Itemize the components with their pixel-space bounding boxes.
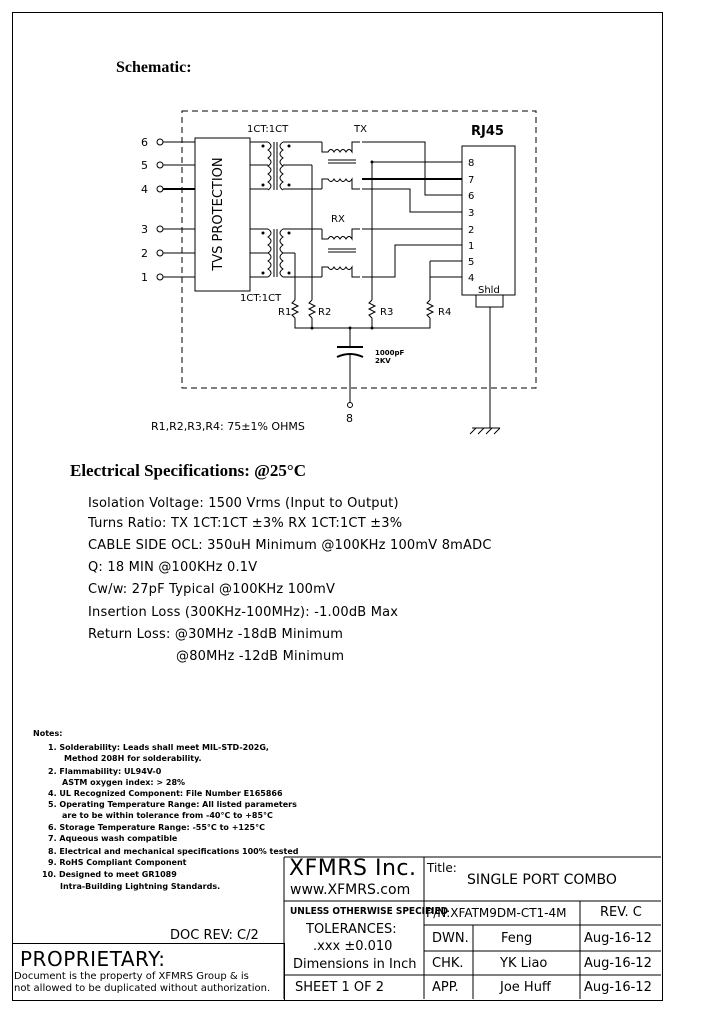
rj45-pin-label: 6: [468, 191, 474, 202]
tvs-block: [194, 137, 251, 292]
row-role: DWN.: [432, 931, 469, 946]
spec-line: Insertion Loss (300KHz-100MHz): -1.00dB …: [88, 605, 399, 620]
tx-label: TX: [353, 124, 367, 135]
note-line: Method 208H for solderability.: [64, 754, 202, 763]
cap-value: 1000pF: [375, 349, 404, 357]
note-line: 2. Flammability: UL94V-0: [48, 767, 162, 776]
note-line: 1. Solderability: Leads shall meet MIL-S…: [48, 743, 269, 752]
rx-choke-bottom: [321, 265, 360, 278]
rj45-pin-label: 8: [468, 158, 474, 169]
left-pin-label: 3: [141, 223, 148, 236]
tx-choke-top: [321, 141, 360, 154]
r1: [290, 299, 300, 319]
note-line: ASTM oxygen index: > 28%: [62, 778, 186, 787]
r4: [425, 299, 435, 319]
spec-line: Q: 18 MIN @100KHz 0.1V: [88, 560, 258, 575]
note-line: are to be within tolerance from -40°C to…: [62, 811, 273, 820]
tvs-label: TVS PROTECTION: [211, 157, 226, 271]
drawing-title: SINGLE PORT COMBO: [467, 872, 617, 888]
row-role: APP.: [432, 980, 459, 995]
cap-voltage: 2KV: [375, 357, 391, 365]
top-ratio-label: 1CT:1CT: [247, 124, 289, 135]
module-boundary: [181, 110, 537, 389]
resistor-label: R2: [318, 307, 331, 318]
row-name: Joe Huff: [500, 980, 551, 995]
doc-rev: DOC REV: C/2: [170, 928, 259, 943]
proprietary-line: Document is the property of XFMRS Group …: [14, 971, 249, 982]
r3: [367, 299, 377, 319]
rj45-pin-label: 7: [468, 175, 474, 186]
proprietary-line: not allowed to be duplicated without aut…: [14, 983, 271, 994]
left-pin-wires: [156, 138, 195, 281]
proprietary-heading: PROPRIETARY:: [20, 947, 166, 971]
row-name: YK Liao: [500, 956, 548, 971]
note-line: 6. Storage Temperature Range: -55°C to +…: [48, 823, 265, 832]
spec-line: Turns Ratio: TX 1CT:1CT ±3% RX 1CT:1CT ±…: [88, 516, 403, 531]
left-pin-label: 6: [141, 136, 148, 149]
row-date: Aug-16-12: [584, 931, 652, 946]
tolerances-label: TOLERANCES:: [306, 922, 397, 937]
rj45-pin-label: 1: [468, 241, 474, 252]
spec-line: CABLE SIDE OCL: 350uH Minimum @100KHz 10…: [88, 538, 492, 553]
left-pin-label: 4: [141, 183, 148, 196]
resistor-label: R4: [438, 307, 451, 318]
row-name: Feng: [501, 931, 533, 946]
note-line: 7. Aqueous wash compatible: [48, 834, 178, 843]
spec-line: Cw/w: 27pF Typical @100KHz 100mV: [88, 582, 336, 597]
resistor-label: R3: [380, 307, 393, 318]
note-line: 9. RoHS Compliant Component: [48, 858, 187, 867]
company-name: XFMRS Inc.: [289, 856, 417, 881]
resistor-label: R1: [278, 307, 291, 318]
tx-primary-coil: [267, 141, 272, 191]
row-date: Aug-16-12: [584, 980, 652, 995]
row-date: Aug-16-12: [584, 956, 652, 971]
shield-label: Shld: [478, 285, 500, 296]
dimensions-unit: Dimensions in Inch: [293, 957, 417, 972]
schematic-diagram: TVS PROTECTION 1CT:1CT 1CT:1CT TX RX RJ4…: [141, 110, 537, 435]
rj45-pin-label: 5: [468, 257, 474, 268]
unless-specified: UNLESS OTHERWISE SPECIFIED: [290, 906, 449, 917]
spec-line: Return Loss: @30MHz -18dB Minimum: [88, 627, 344, 642]
notes-title: Notes:: [33, 729, 63, 738]
tx-secondary-coil: [279, 141, 284, 191]
revision: REV. C: [600, 905, 642, 920]
bottom-ratio-label: 1CT:1CT: [240, 293, 282, 304]
rj45-label: RJ45: [471, 124, 504, 139]
ground-pin-label: 8: [346, 412, 353, 425]
spec-line: Isolation Voltage: 1500 Vrms (Input to O…: [88, 496, 399, 511]
note-line: 5. Operating Temperature Range: All list…: [48, 800, 297, 809]
left-pin-label: 5: [141, 159, 148, 172]
left-pin-label: 1: [141, 271, 148, 284]
rx-choke-top: [321, 228, 360, 241]
tolerance-value: .xxx ±0.010: [313, 939, 393, 954]
rj45-pin-label: 3: [468, 208, 474, 219]
note-line: 4. UL Recognized Component: File Number …: [48, 789, 283, 798]
part-number: P/N:XFATM9DM-CT1-4M: [426, 906, 567, 920]
rj45-pin-label: 2: [468, 225, 474, 236]
left-pin-label: 2: [141, 247, 148, 260]
title-label: Title:: [427, 861, 457, 875]
rx-primary-coil: [267, 228, 272, 278]
electrical-heading: Electrical Specifications: @25°C: [70, 461, 307, 480]
resistor-note: R1,R2,R3,R4: 75±1% OHMS: [151, 420, 305, 433]
company-website: www.XFMRS.com: [290, 882, 411, 898]
spec-line: @80MHz -12dB Minimum: [176, 649, 345, 664]
tx-choke-bottom: [321, 177, 360, 190]
sheet-number: SHEET 1 OF 2: [295, 980, 385, 995]
schematic-title: Schematic:: [116, 59, 192, 76]
rx-label: RX: [331, 214, 345, 225]
r2: [307, 299, 317, 319]
note-line: 8. Electrical and mechanical specificati…: [48, 847, 299, 856]
row-role: CHK.: [432, 956, 464, 971]
note-line: Intra-Building Lightning Standards.: [60, 882, 221, 891]
rj45-pin-label: 4: [468, 273, 474, 284]
note-line: 10. Designed to meet GR1089: [42, 870, 177, 879]
sheet-frame: [12, 12, 663, 1001]
